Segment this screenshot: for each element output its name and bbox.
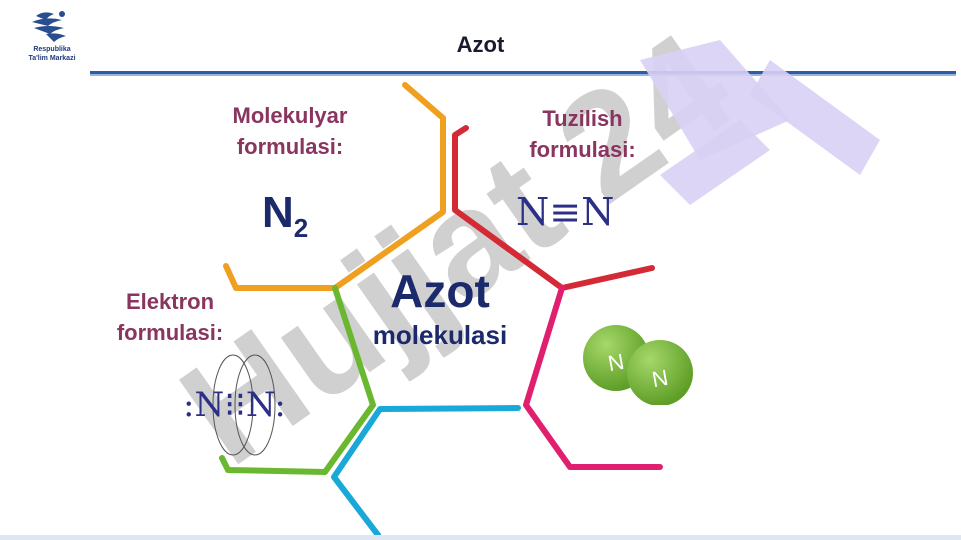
page-title: Azot (456, 32, 505, 57)
red-line (452, 125, 655, 291)
atom-1-label: N (606, 349, 626, 376)
logo: Respublika Ta'lim Markazi (22, 8, 82, 70)
nitrogen-atom-2 (627, 340, 693, 405)
cyan-line (331, 405, 521, 538)
header-rule-shadow (90, 74, 956, 76)
header-rule (90, 71, 956, 74)
orbital-overlap-icon (212, 354, 276, 456)
center-subtitle: molekulasi (372, 320, 508, 350)
structural-formula: N≡N (516, 190, 615, 234)
electron-formula: :N⁝⁝N: (183, 385, 286, 425)
electron-formula-label: Elektron formulasi: (116, 289, 224, 345)
logo-text-line2: Ta'lim Markazi (28, 55, 76, 62)
molecular-formula-symbol: N (262, 188, 294, 237)
structural-formula-label: Tuzilish formulasi: (529, 106, 636, 162)
green-line (219, 285, 376, 475)
molecular-formula-subscript: 2 (293, 213, 309, 243)
pink-line (523, 285, 663, 470)
atom-2-label: N (650, 365, 670, 392)
orange-line (223, 82, 446, 291)
n2-molecule-model: N N (583, 325, 693, 405)
bird-icon (32, 11, 66, 42)
footer-strip (0, 535, 961, 540)
molecular-formula-label: Molekulyar formulasi: (232, 103, 348, 159)
center-title: Azot (390, 265, 490, 317)
molecular-formula: N2 (262, 188, 308, 244)
logo-text-line1: Respublika (33, 46, 71, 53)
